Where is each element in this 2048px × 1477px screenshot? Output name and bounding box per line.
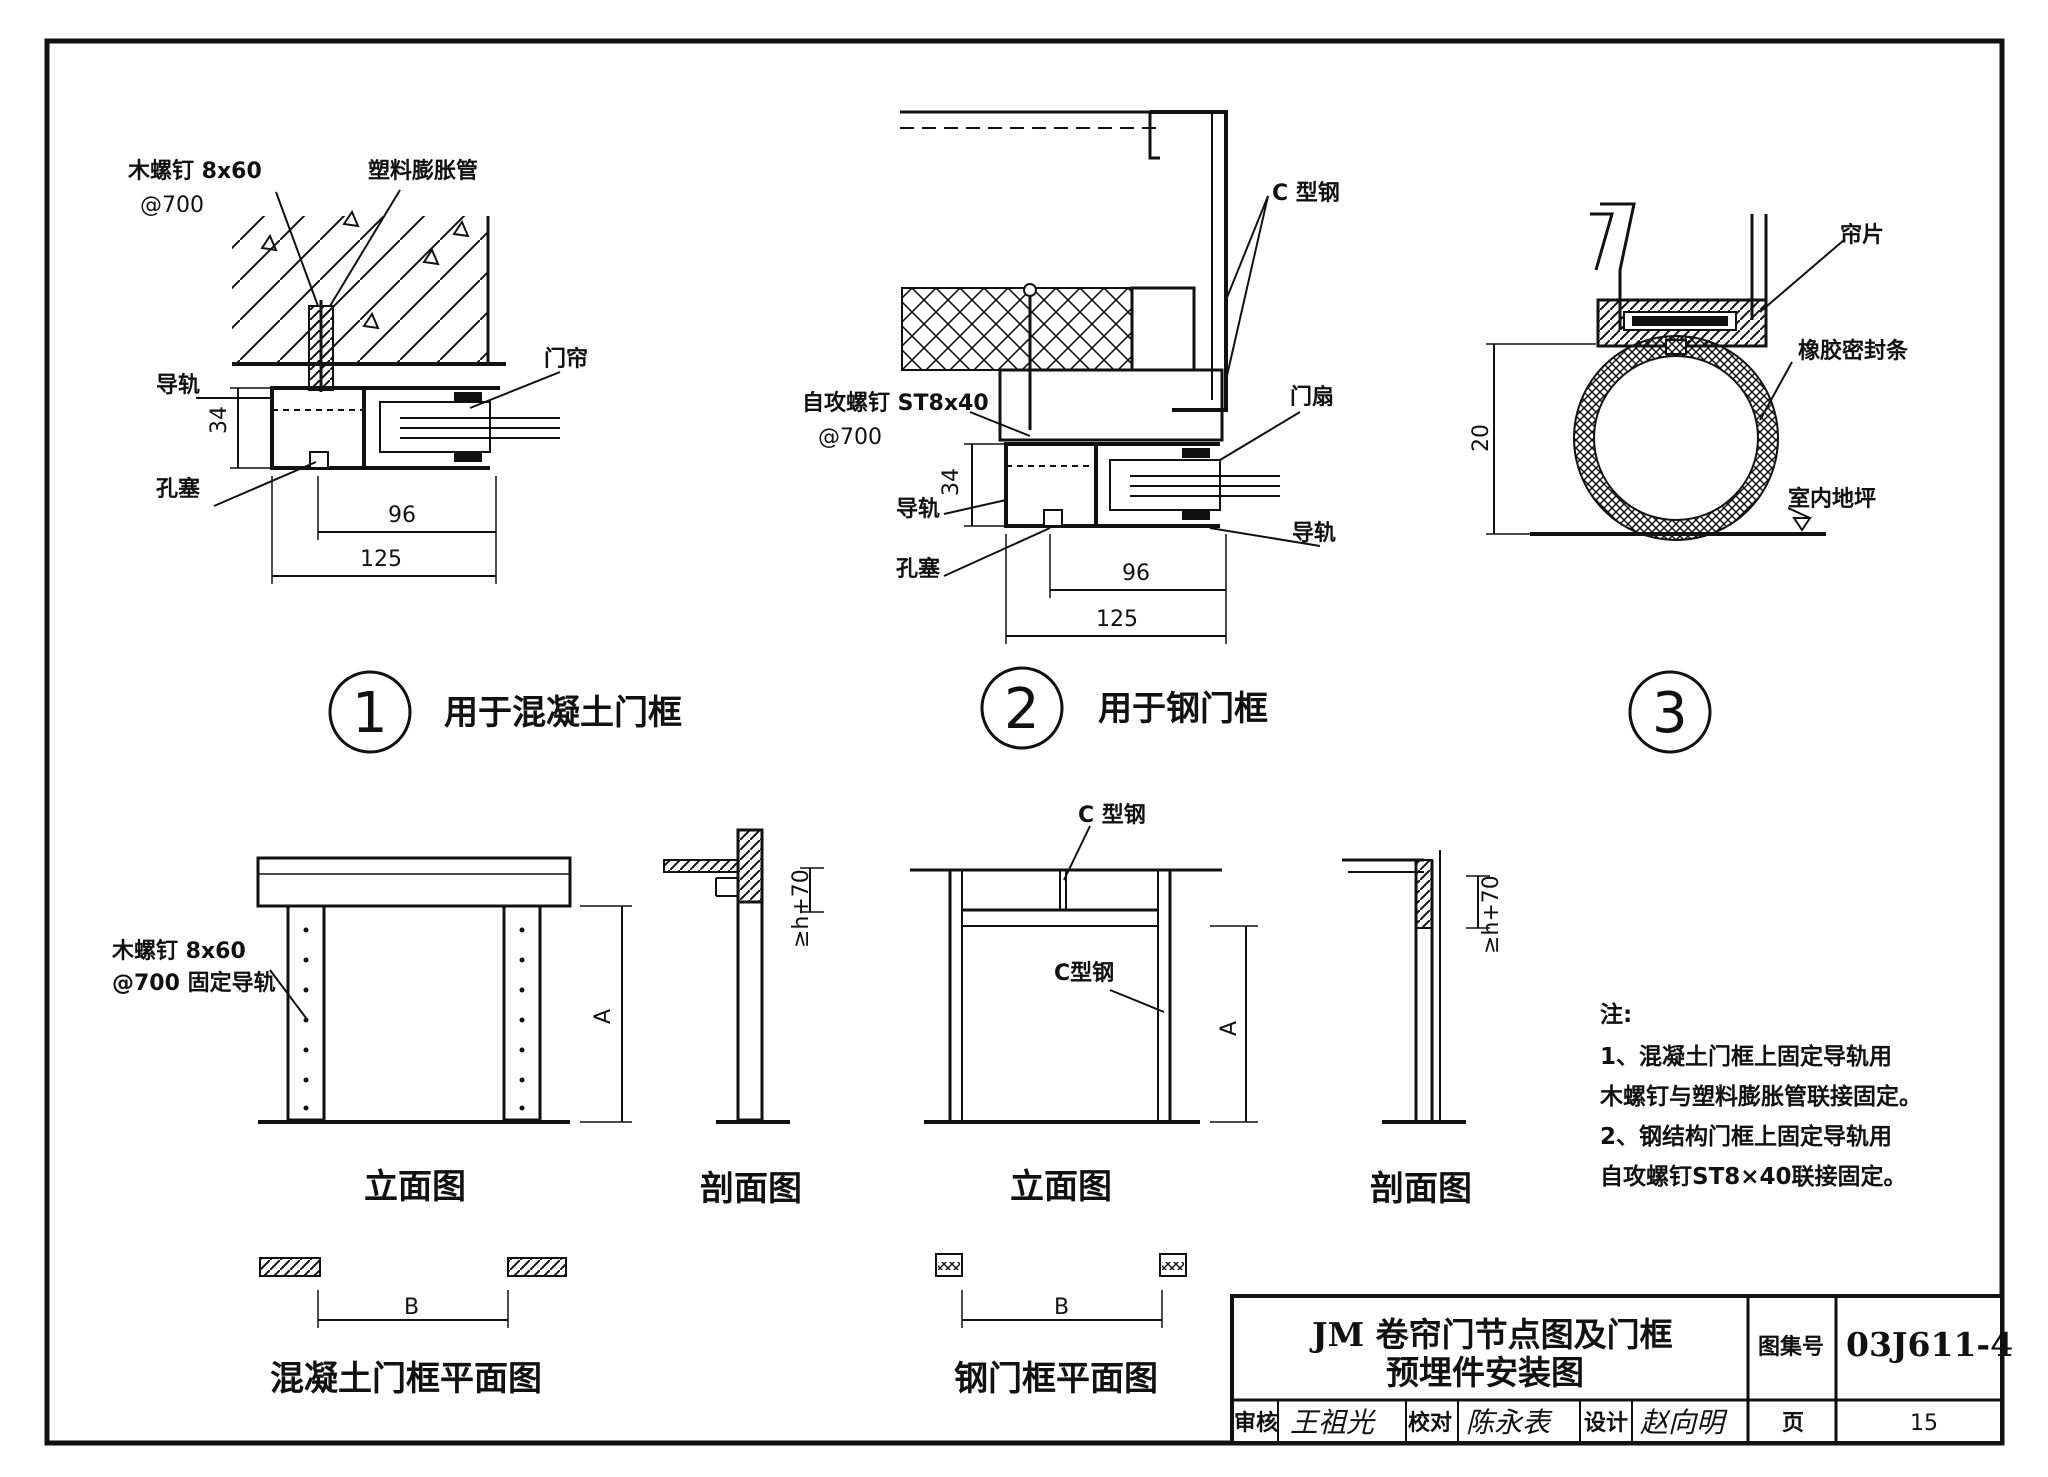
insulation-panel: [901, 287, 1133, 371]
d1-label-rail: 导轨: [156, 372, 200, 398]
check-label: 校对: [1408, 1410, 1452, 1436]
d1-label-screw-spacing: @700: [140, 193, 204, 218]
d2-label-screw-spacing: @700: [818, 425, 882, 450]
title-line-1: JM 卷帘门节点图及门框: [1309, 1315, 1673, 1354]
d3-label-slat: 帘片: [1840, 222, 1884, 248]
detail-2-number: 2: [1004, 677, 1040, 742]
concrete-elevation: [256, 856, 632, 1124]
d2-label-csteel: C 型钢: [1272, 180, 1340, 206]
d2-label-rail-left: 导轨: [896, 496, 940, 522]
notes-line-3: 2、钢结构门框上固定导轨用: [1600, 1123, 1892, 1150]
design-signature: 赵向明: [1640, 1406, 1728, 1439]
title-block: [1230, 1294, 2004, 1445]
cs-caption: 剖面图: [700, 1169, 802, 1209]
ss-caption: 剖面图: [1370, 1169, 1472, 1209]
rubber-seal-ring: [1574, 336, 1778, 540]
d2-dim-inner: 96: [1122, 561, 1150, 586]
review-label: 审核: [1234, 1410, 1278, 1436]
page-number: 15: [1910, 1411, 1938, 1436]
se-label-csteel-side: C型钢: [1054, 960, 1114, 986]
cp-dim-b: B: [404, 1295, 419, 1320]
detail-3-number-circle: [1628, 670, 1712, 754]
d1-dim-height: 34: [207, 406, 232, 434]
notes-heading: 注:: [1600, 1001, 1632, 1028]
notes-line-4: 自攻螺钉ST8×40联接固定。: [1600, 1163, 1907, 1190]
concrete-plan: [259, 1257, 567, 1328]
d3-dim-height: 20: [1469, 424, 1494, 452]
detail-1-number-circle: [328, 670, 412, 754]
d3-label-seal: 橡胶密封条: [1798, 338, 1909, 364]
detail-2-caption: 用于钢门框: [1098, 689, 1268, 729]
design-label: 设计: [1584, 1411, 1628, 1436]
ce-label-screw-note: @700 固定导轨: [112, 970, 276, 996]
cp-caption: 混凝土门框平面图: [270, 1359, 542, 1399]
steel-section: [1342, 850, 1490, 1124]
title-line-2: 预埋件安装图: [1386, 1353, 1584, 1392]
d2-dim-height: 34: [939, 468, 964, 496]
detail-3-seal: [1486, 202, 1845, 541]
detail-2-number-circle: [980, 666, 1064, 750]
notes-line-1: 1、混凝土门框上固定导轨用: [1600, 1043, 1892, 1070]
d1-label-screw: 木螺钉 8x60: [127, 158, 262, 184]
review-signature: 王祖光: [1290, 1406, 1376, 1439]
page-label: 页: [1782, 1411, 1804, 1436]
steel-elevation: [910, 825, 1258, 1124]
notes-line-2: 木螺钉与塑料膨胀管联接固定。: [1599, 1083, 1922, 1110]
check-signature: 陈永表: [1466, 1406, 1553, 1439]
detail-2-steel-frame: [900, 110, 1321, 644]
ss-dim-h: ≥h+70: [1479, 875, 1504, 954]
atlas-number: 03J611-4: [1846, 1325, 2013, 1364]
ce-dim-a: A: [591, 1009, 616, 1024]
concrete-wall: [232, 216, 488, 364]
d1-dim-inner: 96: [388, 503, 416, 528]
d3-label-floor: 室内地坪: [1788, 486, 1876, 512]
d1-dim-outer: 125: [360, 547, 402, 572]
d1-label-plug: 孔塞: [156, 476, 201, 502]
d2-label-screw: 自攻螺钉 ST8x40: [802, 390, 989, 416]
cs-dim-h: ≥h+70: [789, 869, 814, 948]
detail-1-concrete-frame: [196, 189, 561, 584]
concrete-section: [663, 828, 824, 1124]
detail-1-caption: 用于混凝土门框: [444, 693, 682, 733]
sp-dim-b: B: [1054, 1295, 1069, 1320]
d2-dim-outer: 125: [1096, 607, 1138, 632]
detail-3-number: 3: [1652, 681, 1688, 746]
sp-caption: 钢门框平面图: [954, 1359, 1158, 1399]
d2-label-door-leaf: 门扇: [1290, 384, 1334, 410]
detail-1-number: 1: [352, 681, 388, 746]
se-caption: 立面图: [1010, 1167, 1112, 1207]
se-dim-a: A: [1217, 1021, 1242, 1036]
se-label-csteel-top: C 型钢: [1078, 802, 1146, 828]
sheet-border: [44, 38, 2005, 1446]
atlas-label: 图集号: [1758, 1334, 1824, 1360]
ce-label-screw: 木螺钉 8x60: [111, 938, 246, 964]
ce-caption: 立面图: [364, 1167, 466, 1207]
d2-label-plug: 孔塞: [896, 556, 941, 582]
d2-label-rail-right: 导轨: [1292, 520, 1336, 546]
d1-label-curtain: 门帘: [544, 346, 588, 372]
steel-plan: [935, 1253, 1187, 1328]
d1-label-anchor: 塑料膨胀管: [368, 158, 478, 184]
